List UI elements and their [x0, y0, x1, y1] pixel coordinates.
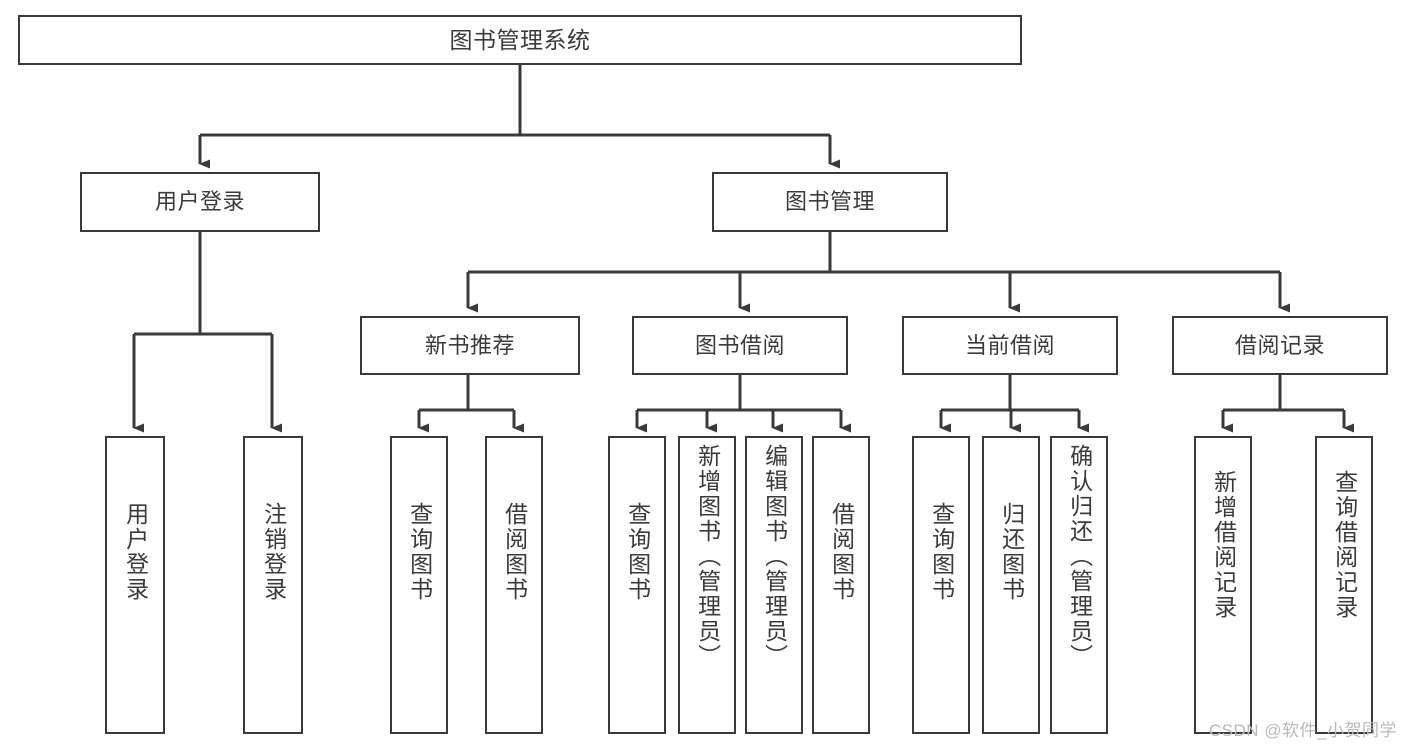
node-book-borrow[interactable]: 图书借阅: [632, 316, 848, 375]
node-new-book-rec-label: 新书推荐: [424, 332, 515, 358]
node-root-label: 图书管理系统: [449, 26, 591, 53]
node-root[interactable]: 图书管理系统: [18, 15, 1022, 65]
node-book-borrow-label: 图书借阅: [694, 332, 785, 358]
node-leaf-return-book-label: 归还图书: [998, 502, 1025, 602]
node-leaf-add-book-admin-label: 新增图书（管理员）: [694, 444, 721, 669]
node-borrow-record[interactable]: 借阅记录: [1172, 316, 1388, 375]
node-leaf-confirm-return-admin-label: 确认归还（管理员）: [1066, 444, 1093, 669]
node-leaf-query-book-1-label: 查询图书: [406, 502, 433, 602]
node-user-login[interactable]: 用户登录: [80, 172, 320, 232]
node-leaf-add-borrow-record-label: 新增借阅记录: [1210, 470, 1237, 620]
node-leaf-user-login[interactable]: 用户登录: [105, 436, 165, 734]
node-leaf-borrow-book-2[interactable]: 借阅图书: [812, 436, 870, 734]
node-leaf-borrow-book-1[interactable]: 借阅图书: [485, 436, 543, 734]
node-leaf-query-borrow-record[interactable]: 查询借阅记录: [1315, 436, 1373, 734]
node-book-manage-label: 图书管理: [784, 189, 875, 215]
node-leaf-logout-login[interactable]: 注销登录: [243, 436, 303, 734]
node-leaf-user-login-label: 用户登录: [122, 502, 149, 602]
node-leaf-query-borrow-record-label: 查询借阅记录: [1331, 470, 1358, 620]
node-leaf-edit-book-admin[interactable]: 编辑图书（管理员）: [745, 436, 803, 734]
node-leaf-edit-book-admin-label: 编辑图书（管理员）: [761, 444, 788, 669]
node-leaf-return-book[interactable]: 归还图书: [982, 436, 1040, 734]
node-leaf-query-book-1[interactable]: 查询图书: [390, 436, 448, 734]
node-new-book-rec[interactable]: 新书推荐: [360, 316, 580, 375]
node-leaf-confirm-return-admin[interactable]: 确认归还（管理员）: [1050, 436, 1108, 734]
node-leaf-borrow-book-2-label: 借阅图书: [828, 502, 855, 602]
node-leaf-query-book-2-label: 查询图书: [624, 502, 651, 602]
node-borrow-record-label: 借阅记录: [1234, 332, 1325, 358]
node-current-borrow[interactable]: 当前借阅: [902, 316, 1118, 375]
node-leaf-query-book-2[interactable]: 查询图书: [608, 436, 666, 734]
node-leaf-logout-login-label: 注销登录: [260, 502, 287, 602]
node-leaf-query-book-3[interactable]: 查询图书: [912, 436, 970, 734]
node-user-login-label: 用户登录: [154, 189, 245, 215]
node-leaf-add-borrow-record[interactable]: 新增借阅记录: [1194, 436, 1252, 734]
node-current-borrow-label: 当前借阅: [964, 332, 1055, 358]
node-leaf-borrow-book-1-label: 借阅图书: [501, 502, 528, 602]
node-leaf-add-book-admin[interactable]: 新增图书（管理员）: [678, 436, 736, 734]
node-book-manage[interactable]: 图书管理: [712, 172, 948, 232]
node-leaf-query-book-3-label: 查询图书: [928, 502, 955, 602]
